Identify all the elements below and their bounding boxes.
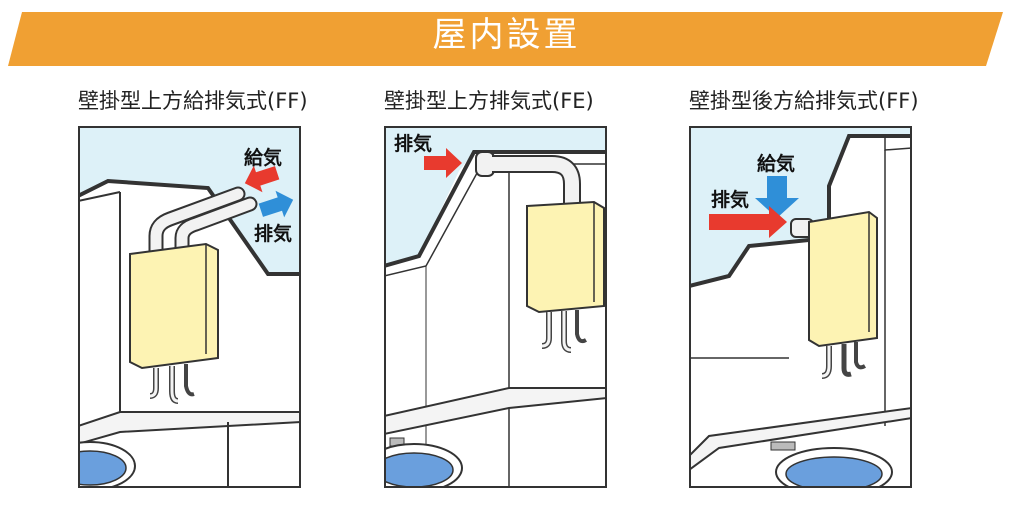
banner-shape — [8, 12, 1003, 66]
panel-wall-rear-ff: 給気 排気 — [689, 126, 912, 488]
exhaust-air-label: 排気 — [254, 222, 292, 245]
supply-air-label: 給気 — [757, 152, 795, 175]
caption-wall-rear-ff: 壁掛型後方給排気式(FF) — [689, 89, 919, 113]
illustration-wall-top-ff: 給気 排気 — [78, 126, 301, 488]
exhaust-air-label: 排気 — [711, 188, 749, 211]
banner-title: 屋内設置 — [432, 15, 581, 55]
panel-wall-top-fe: 排気 — [384, 126, 607, 488]
illustration-wall-top-fe: 排気 — [384, 126, 607, 488]
illustration-wall-rear-ff: 給気 排気 — [689, 126, 912, 488]
section-banner: 屋内設置 — [0, 0, 1013, 70]
panel-wall-top-ff: 給気 排気 — [78, 126, 301, 488]
caption-wall-top-ff: 壁掛型上方給排気式(FF) — [78, 89, 308, 113]
exhaust-air-label: 排気 — [394, 132, 432, 155]
caption-wall-top-fe: 壁掛型上方排気式(FE) — [384, 89, 594, 113]
supply-air-label: 給気 — [244, 146, 282, 169]
